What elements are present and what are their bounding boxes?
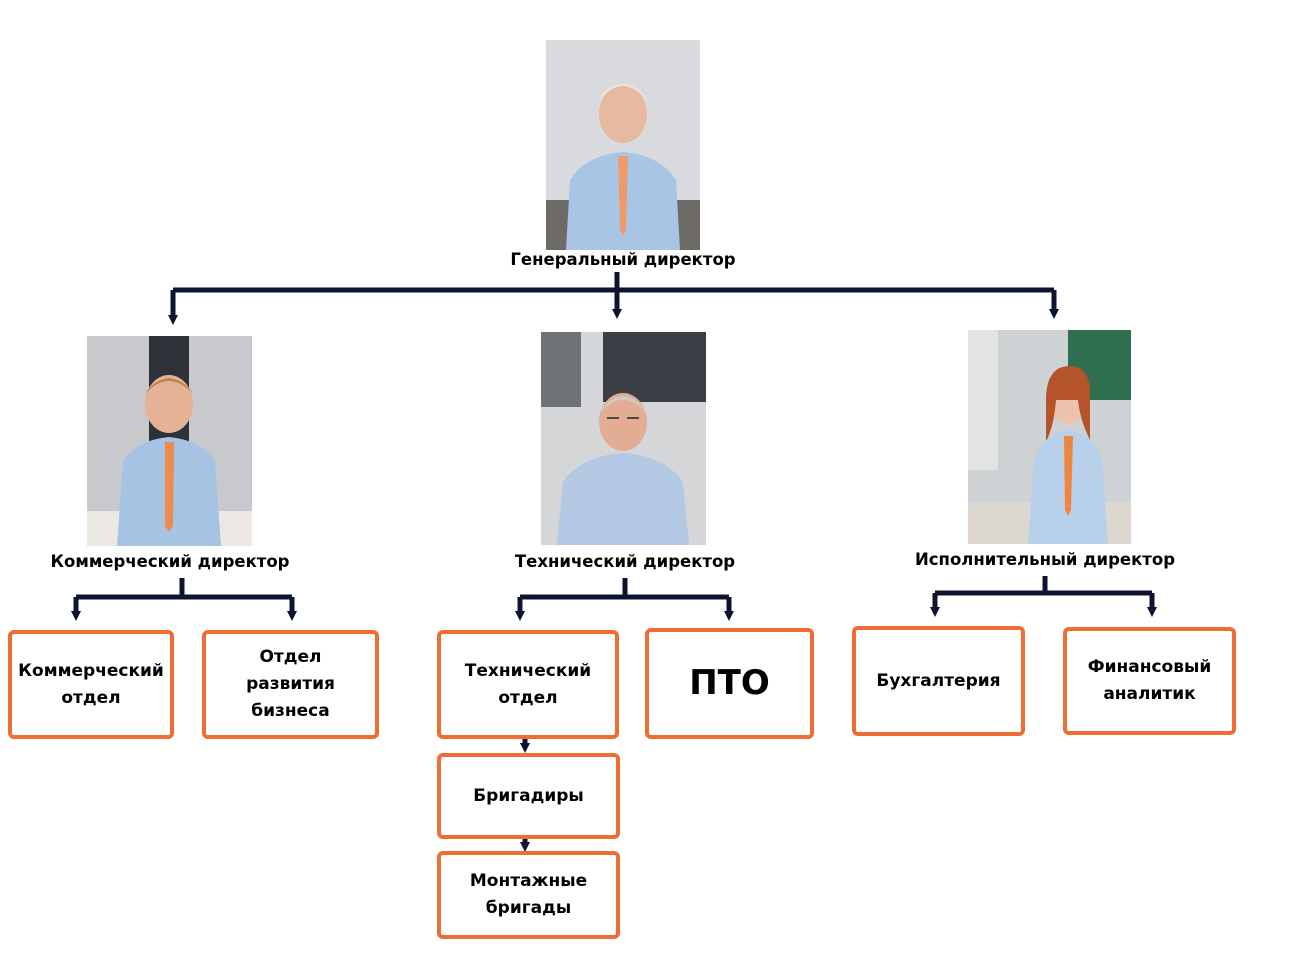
foremen-label: Бригадиры [473, 785, 584, 806]
person-photo-icon [968, 330, 1131, 544]
person-photo-icon [541, 332, 706, 545]
pto-label: ПТО [689, 663, 770, 703]
person-photo-icon [87, 336, 252, 546]
technical-director-title: Технический директор [514, 552, 736, 571]
commercial-department-box: Коммерческий отдел [8, 630, 174, 739]
executive-director-photo [968, 330, 1131, 544]
installation-crews-box: Монтажные бригады [437, 851, 620, 939]
technical-department-label: Технический отдел [464, 660, 592, 708]
person-photo-icon [546, 40, 700, 250]
commercial-director-photo [87, 336, 252, 546]
technical-department-box: Технический отдел [437, 630, 619, 739]
business-development-box: Отдел развития бизнеса [202, 630, 379, 739]
general-director-title: Генеральный директор [510, 250, 736, 269]
accounting-label: Бухгалтерия [876, 670, 1001, 691]
installation-crews-label: Монтажные бригады [469, 871, 588, 918]
pto-box: ПТО [645, 628, 814, 739]
foremen-box: Бригадиры [437, 753, 620, 839]
business-development-label: Отдел развития бизнеса [246, 647, 335, 721]
technical-director-photo [541, 332, 706, 545]
commercial-director-title: Коммерческий директор [50, 552, 290, 571]
commercial-department-label: Коммерческий отдел [18, 660, 164, 708]
general-director-photo [546, 40, 700, 250]
financial-analyst-label: Финансовый аналитик [1087, 657, 1212, 704]
executive-director-title: Исполнительный директор [914, 550, 1176, 569]
financial-analyst-box: Финансовый аналитик [1063, 627, 1236, 735]
accounting-box: Бухгалтерия [852, 626, 1025, 736]
